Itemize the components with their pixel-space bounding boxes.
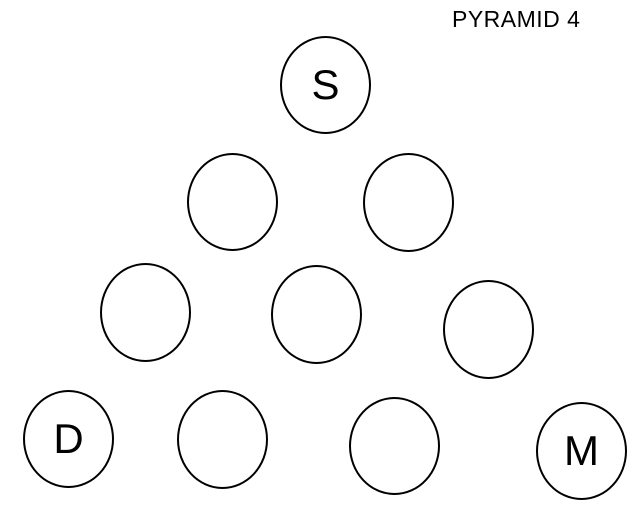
node-label: S (311, 61, 340, 108)
node-label: M (564, 427, 599, 474)
puzzle-title: PYRAMID 4 (452, 6, 581, 32)
pyramid-node-row3-3[interactable] (443, 280, 534, 379)
pyramid-node-row4-1[interactable]: D (23, 390, 114, 488)
pyramid-node-row3-2[interactable] (271, 265, 362, 364)
pyramid-node-row4-4[interactable]: M (536, 402, 627, 500)
pyramid-node-row4-3[interactable] (349, 397, 440, 495)
node-label: D (53, 415, 84, 462)
pyramid-node-row4-2[interactable] (177, 390, 268, 489)
pyramid-node-row2-1[interactable] (187, 153, 278, 251)
pyramid-node-row1-1[interactable]: S (280, 36, 371, 134)
pyramid-node-row3-1[interactable] (100, 263, 191, 362)
pyramid-node-row2-2[interactable] (363, 153, 454, 252)
